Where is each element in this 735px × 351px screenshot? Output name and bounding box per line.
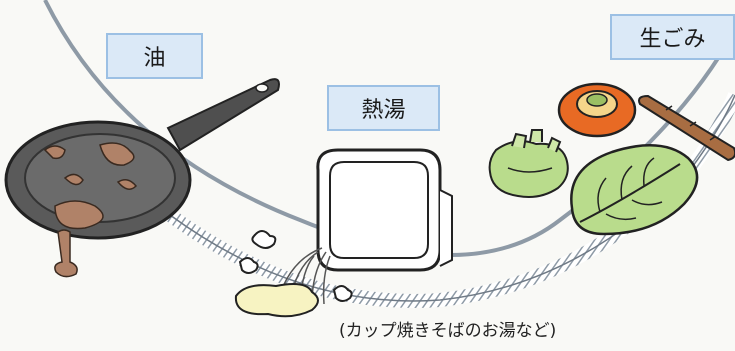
broccoli-stem-icon — [488, 129, 569, 198]
frying-pan-icon — [4, 78, 280, 278]
oil-label: 油 — [106, 33, 203, 79]
cabbage-leaf-icon — [570, 144, 699, 236]
oil-stain-icon — [43, 142, 138, 278]
hot-water-caption: (カップ焼きそばのお湯など) — [339, 321, 557, 341]
hot-water-splash-icon — [234, 230, 353, 318]
hot-water-label: 熱湯 — [327, 85, 440, 131]
kitchen-garbage-label: 生ごみ — [610, 14, 735, 60]
noodle-cup-container-icon — [316, 148, 453, 272]
burdock-root-icon — [638, 94, 735, 162]
carrot-end-icon — [557, 82, 637, 138]
